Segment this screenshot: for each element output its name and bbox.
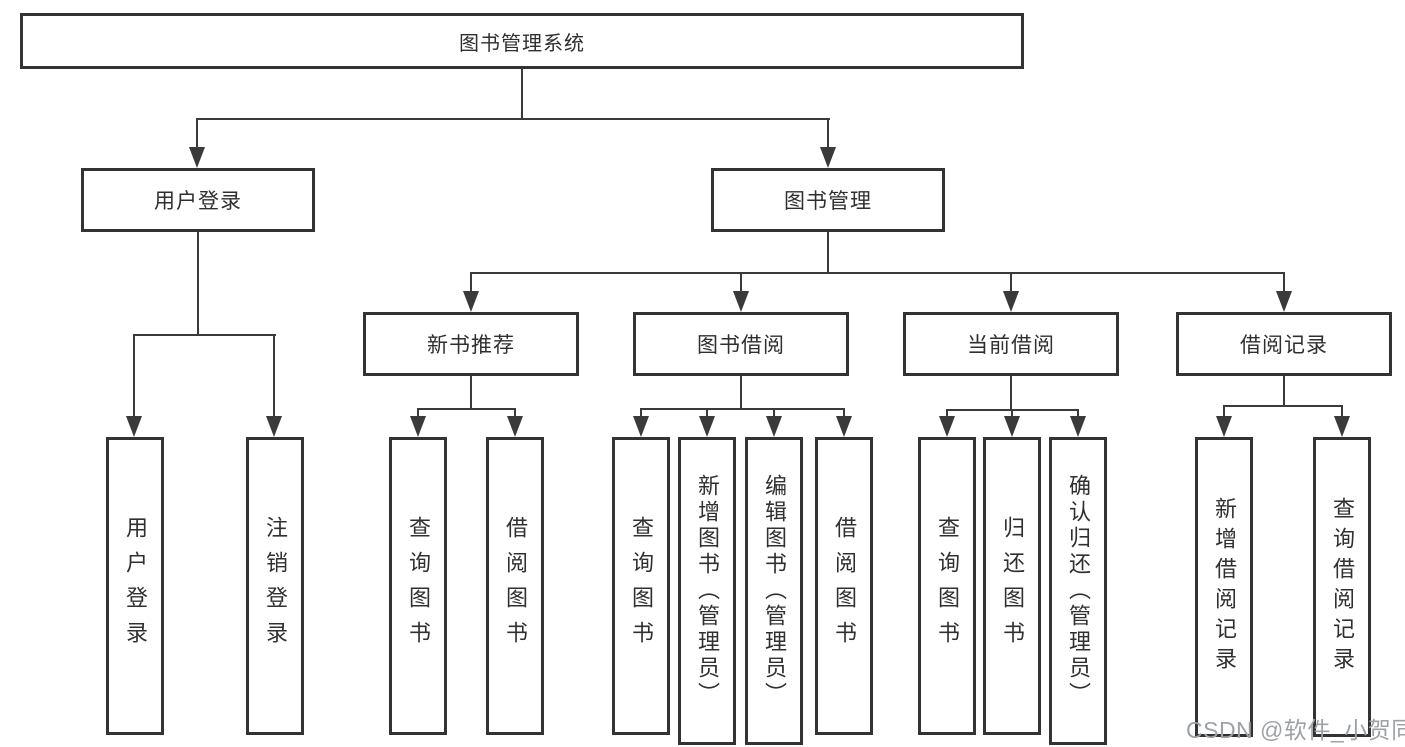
leaf-label: 编辑图书（管理员） — [762, 474, 787, 708]
leaf-borrow-books-borrowing: 借阅图书 — [815, 437, 873, 735]
node-root-library-system: 图书管理系统 — [20, 13, 1024, 69]
arrow-down-icon — [633, 416, 649, 437]
connector-stem — [706, 408, 708, 418]
arrow-down-icon — [820, 147, 836, 168]
leaf-query-borrow-record: 查询借阅记录 — [1313, 437, 1371, 737]
connector-root-drop — [521, 69, 523, 120]
leaf-query-books-recommend: 查询图书 — [389, 437, 447, 735]
leaf-label: 归还图书 — [1000, 516, 1025, 656]
arrow-down-icon — [1003, 291, 1019, 312]
connector-stem-records — [1283, 272, 1285, 292]
arrow-down-icon — [1334, 416, 1350, 437]
leaf-query-books-current: 查询图书 — [918, 437, 976, 735]
leaf-query-books-borrowing: 查询图书 — [612, 437, 670, 735]
connector-stem — [1077, 409, 1079, 418]
connector-borrowing-branch — [640, 408, 845, 410]
node-borrowing-records: 借阅记录 — [1176, 312, 1392, 376]
connector-stem-borrowing — [740, 272, 742, 292]
arrow-down-icon — [733, 291, 749, 312]
leaf-label: 借阅图书 — [832, 516, 857, 656]
connector-recommend-branch — [417, 408, 516, 410]
leaf-label: 用户登录 — [123, 516, 148, 656]
connector-stem — [946, 409, 948, 418]
arrow-down-icon — [836, 416, 852, 437]
leaf-label: 新增借阅记录 — [1212, 497, 1237, 677]
connector-stem-book-management — [827, 118, 829, 150]
connector-book-mgmt-branch — [470, 272, 1285, 274]
node-label: 借阅记录 — [1240, 334, 1328, 357]
node-label: 图书管理 — [784, 190, 872, 213]
connector-stem — [514, 408, 516, 418]
connector-user-login-branch — [133, 334, 276, 336]
arrow-down-icon — [507, 416, 523, 437]
connector-stem — [1341, 405, 1343, 418]
leaf-label: 查询借阅记录 — [1330, 497, 1355, 677]
arrow-down-icon — [463, 291, 479, 312]
node-user-login: 用户登录 — [81, 168, 315, 232]
leaf-label: 确认归还（管理员） — [1066, 474, 1091, 708]
leaf-confirm-return-admin: 确认归还（管理员） — [1049, 437, 1107, 745]
leaf-label: 注销登录 — [263, 516, 288, 656]
connector-stem — [773, 408, 775, 418]
leaf-borrow-books-recommend: 借阅图书 — [486, 437, 544, 735]
leaf-edit-books-admin: 编辑图书（管理员） — [745, 437, 803, 745]
node-label: 当前借阅 — [967, 334, 1055, 357]
leaf-user-login: 用户登录 — [106, 437, 164, 735]
node-label: 图书管理系统 — [459, 32, 585, 55]
connector-stem-leaf-logout — [273, 334, 275, 418]
node-new-book-recommend: 新书推荐 — [363, 312, 579, 376]
connector-book-mgmt-drop — [827, 232, 829, 274]
arrow-down-icon — [1070, 416, 1086, 437]
node-label: 用户登录 — [154, 190, 242, 213]
node-book-borrowing: 图书借阅 — [633, 312, 849, 376]
leaf-logout: 注销登录 — [246, 437, 304, 735]
csdn-watermark: CSDN @软件_小贺同学 — [1186, 717, 1405, 743]
connector-stem — [1223, 405, 1225, 418]
connector-borrowing-drop — [740, 376, 742, 410]
arrow-down-icon — [939, 416, 955, 437]
arrow-down-icon — [266, 416, 282, 437]
connector-records-drop — [1283, 376, 1285, 407]
connector-stem-user-login — [196, 118, 198, 150]
connector-stem — [417, 408, 419, 418]
connector-records-branch — [1223, 405, 1343, 407]
node-current-borrowing: 当前借阅 — [903, 312, 1119, 376]
connector-stem — [843, 408, 845, 418]
connector-user-login-drop — [197, 232, 199, 336]
connector-root-branch — [196, 118, 830, 120]
arrow-down-icon — [1276, 291, 1292, 312]
node-label: 图书借阅 — [697, 334, 785, 357]
arrow-down-icon — [126, 416, 142, 437]
leaf-label: 新增图书（管理员） — [695, 474, 720, 708]
node-book-management: 图书管理 — [711, 168, 945, 232]
connector-stem-recommend — [470, 272, 472, 292]
leaf-label: 查询图书 — [629, 516, 654, 656]
arrow-down-icon — [699, 416, 715, 437]
arrow-down-icon — [1216, 416, 1232, 437]
leaf-add-borrow-record: 新增借阅记录 — [1195, 437, 1253, 737]
connector-stem-leaf-user-login — [133, 334, 135, 418]
connector-stem — [640, 408, 642, 418]
connector-stem — [1011, 409, 1013, 418]
leaf-return-books: 归还图书 — [983, 437, 1041, 735]
leaf-label: 查询图书 — [406, 516, 431, 656]
leaf-add-books-admin: 新增图书（管理员） — [678, 437, 736, 745]
leaf-label: 查询图书 — [935, 516, 960, 656]
arrow-down-icon — [766, 416, 782, 437]
connector-stem-current — [1010, 272, 1012, 292]
arrow-down-icon — [410, 416, 426, 437]
arrow-down-icon — [1004, 416, 1020, 437]
arrow-down-icon — [189, 147, 205, 168]
connector-current-drop — [1010, 376, 1012, 411]
node-label: 新书推荐 — [427, 334, 515, 357]
leaf-label: 借阅图书 — [503, 516, 528, 656]
connector-recommend-drop — [470, 376, 472, 410]
